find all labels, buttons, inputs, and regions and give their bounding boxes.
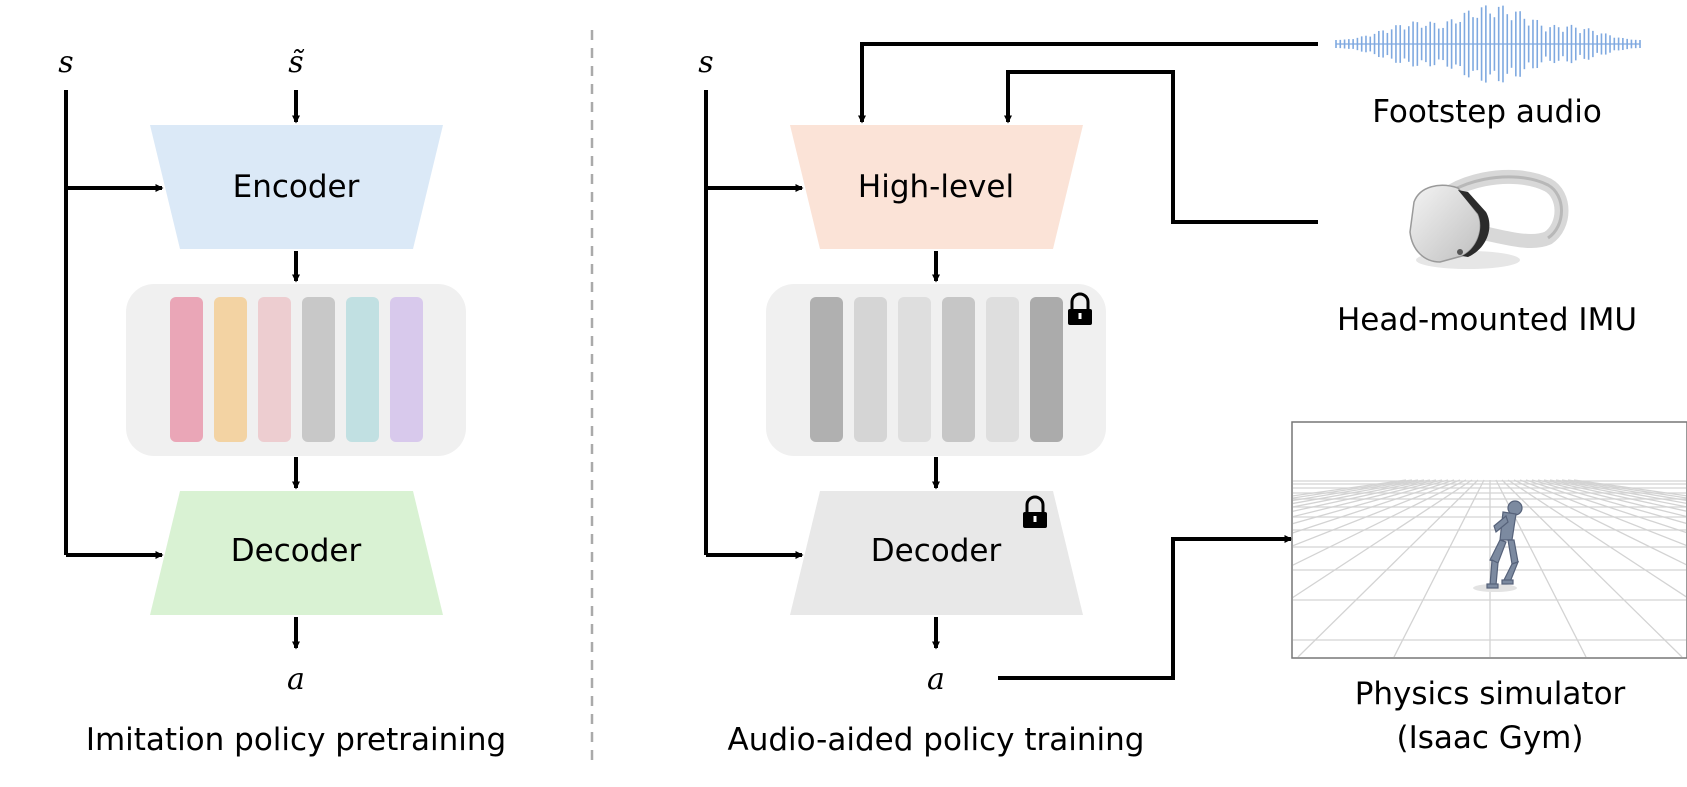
left-latent-bars: [170, 297, 423, 442]
left-caption: Imitation policy pretraining: [86, 722, 506, 758]
highlevel-label: High-level: [858, 169, 1014, 205]
left-panel: s s̃ Encoder Decoder a Imitation policy …: [58, 45, 506, 758]
left-decoder-label: Decoder: [231, 533, 362, 569]
vr-headset-icon: [1409, 169, 1569, 269]
encoder-block: [150, 125, 443, 249]
left-output-a: a: [287, 662, 305, 697]
left-latent-bar: [346, 297, 379, 442]
right-panel: s High-level Decoder a Audio-aided polic…: [698, 42, 1318, 758]
right-latent-bar: [942, 297, 975, 442]
sources-column: Footstep audio Head-mounted IMU: [1291, 5, 1687, 756]
right-latent-bar: [986, 297, 1019, 442]
decoder-block: [150, 491, 443, 615]
left-latent-bar: [302, 297, 335, 442]
simulator-label-line2: (Isaac Gym): [1397, 720, 1584, 756]
humanoid-figure-icon: [1473, 500, 1523, 592]
audio-waveform-icon: [1335, 5, 1641, 83]
highlevel-block: [790, 125, 1083, 249]
physics-simulator-view: [1291, 421, 1687, 659]
audio-to-highlevel-arrow: [858, 42, 1318, 124]
left-latent-bar: [214, 297, 247, 442]
right-output-a: a: [927, 662, 945, 697]
action-to-simulator-arrow: [998, 535, 1293, 680]
left-latent-bar: [390, 297, 423, 442]
encoder-label: Encoder: [233, 169, 360, 205]
left-input-s: s: [58, 45, 73, 80]
latent-lock-icon: [1068, 292, 1092, 325]
imu-to-highlevel-arrow: [1004, 70, 1318, 224]
right-latent-bar: [854, 297, 887, 442]
right-latent-bars: [810, 297, 1063, 442]
right-input-s: s: [698, 45, 713, 80]
right-decoder-label: Decoder: [871, 533, 1002, 569]
left-latent-bar: [258, 297, 291, 442]
right-decoder-block: [790, 491, 1083, 615]
simulator-ground-grid: [1293, 479, 1686, 657]
left-input-s-tilde: s̃: [288, 45, 305, 80]
imu-label: Head-mounted IMU: [1337, 302, 1637, 338]
right-caption: Audio-aided policy training: [728, 722, 1145, 758]
left-latent-container: [126, 284, 466, 456]
audio-label: Footstep audio: [1372, 94, 1602, 130]
right-latent-bar: [810, 297, 843, 442]
decoder-lock-icon: [1023, 495, 1047, 528]
right-latent-bar: [1030, 297, 1063, 442]
left-latent-bar: [170, 297, 203, 442]
right-latent-bar: [898, 297, 931, 442]
right-latent-container: [766, 284, 1106, 456]
simulator-label-line1: Physics simulator: [1355, 676, 1626, 712]
